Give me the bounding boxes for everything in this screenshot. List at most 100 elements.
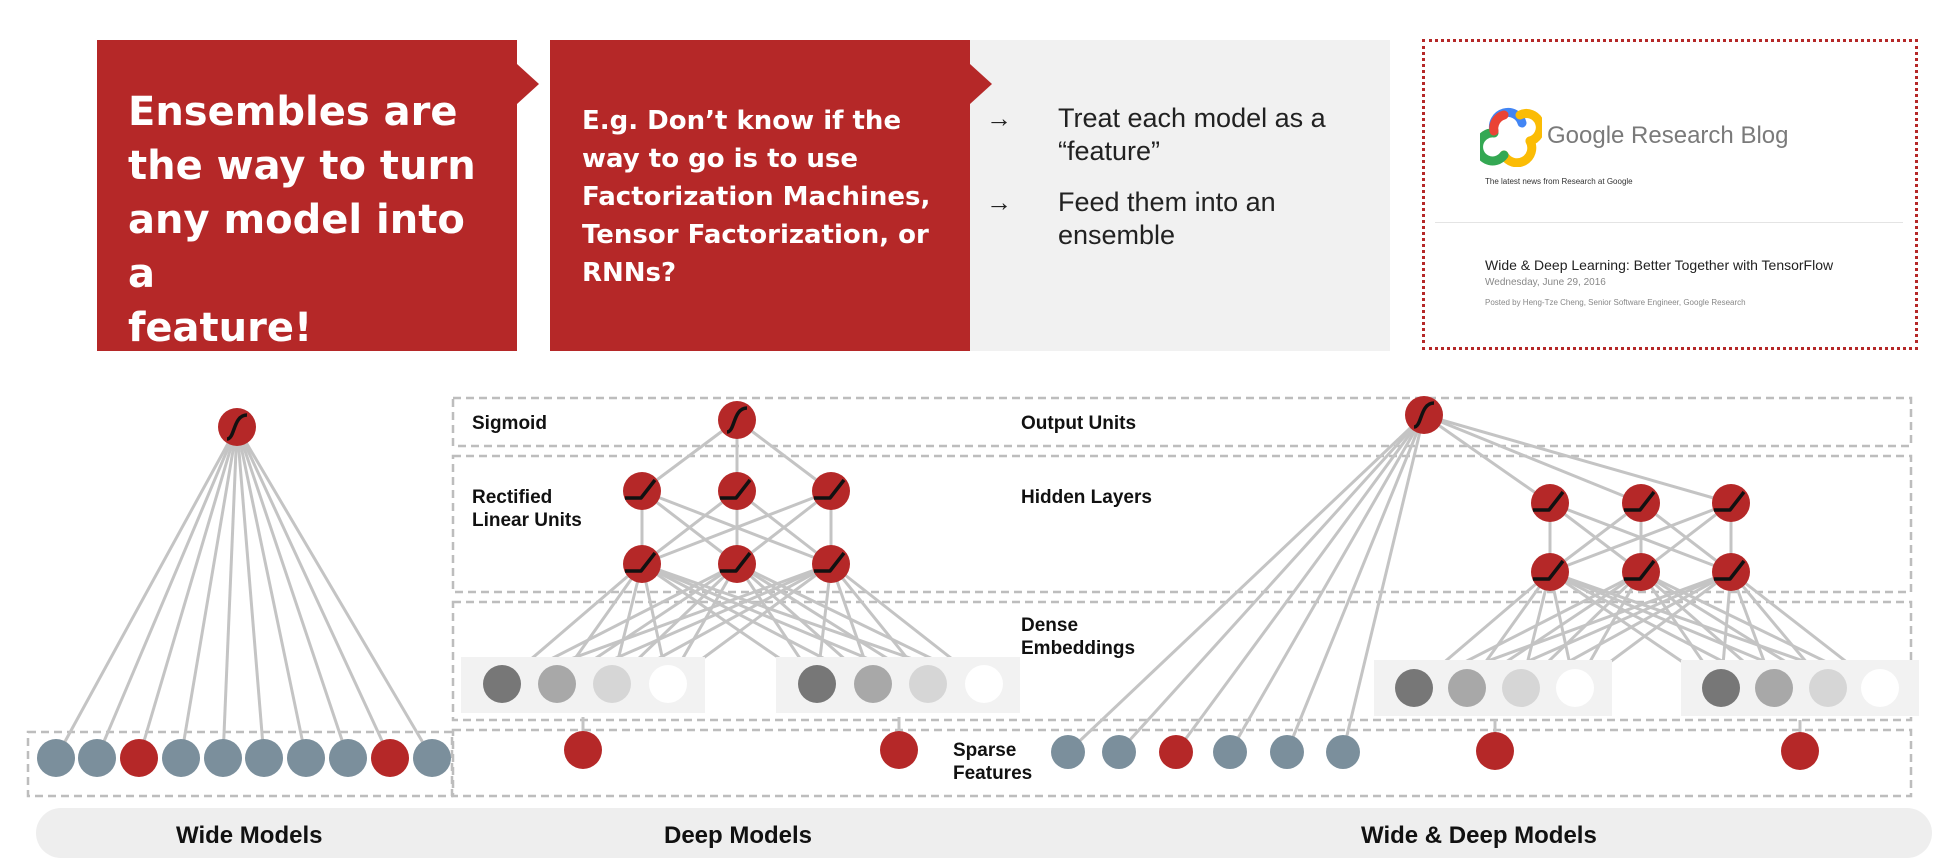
relu-curve-icon <box>1624 559 1656 581</box>
headline-line: Ensembles are <box>128 89 458 135</box>
wd-hidden-node <box>1622 484 1660 522</box>
sparse-region <box>451 728 1913 798</box>
wide-connection-line <box>137 426 239 759</box>
wd-sparse-feature-node <box>1213 735 1247 769</box>
embedding-unit <box>538 665 576 703</box>
relu-curve-icon <box>1624 490 1656 512</box>
headline-box-notch <box>517 64 539 104</box>
relu-curve-icon <box>625 551 657 573</box>
example-line: Tensor Factorization, or <box>582 220 929 250</box>
wide-connection-line <box>221 426 239 759</box>
embedding-unit <box>593 665 631 703</box>
label-line: Features <box>953 763 1033 784</box>
wd-output-node <box>1405 396 1443 434</box>
label-line: Sparse <box>953 740 1017 761</box>
bullet-line: Treat each model as a <box>1058 103 1326 133</box>
relu-curve-icon <box>1533 559 1565 581</box>
wide-connection-line <box>235 426 266 759</box>
label-line: Dense <box>1021 615 1079 636</box>
embedding-unit <box>909 665 947 703</box>
connection-line <box>736 489 832 566</box>
wide-sparse-feature-node <box>413 739 451 777</box>
relu-curve-icon <box>720 551 752 573</box>
embedding-groups <box>461 657 1919 716</box>
wd-sparse-feature-node <box>1159 735 1193 769</box>
deep-hidden-node <box>623 545 661 583</box>
wd-wide-connection-line <box>1066 413 1426 754</box>
label-output-units: Output Units <box>1021 413 1137 434</box>
blog-post-title[interactable]: Wide & Deep Learning: Better Together wi… <box>1485 257 1834 273</box>
wide-connection-line <box>235 426 434 759</box>
footer-label-wide-deep: Wide & Deep Models <box>1361 822 1597 849</box>
embedding-unit <box>1395 669 1433 707</box>
blog-divider <box>1435 222 1903 223</box>
footer-label-wide: Wide Models <box>176 822 323 849</box>
relu-curve-icon <box>814 551 846 573</box>
example-box-notch <box>970 64 992 104</box>
relu-curve-icon <box>625 478 657 500</box>
deep-hidden-node <box>623 472 661 510</box>
deep-sparse-feature-node <box>564 731 602 769</box>
sigmoid-curve-icon <box>726 406 748 434</box>
connection-line <box>1423 413 1732 505</box>
wd-wide-connection-line <box>1174 414 1426 753</box>
wide-sparse-feature-node <box>37 739 75 777</box>
wd-deep-sparse-feature-node <box>1476 732 1514 770</box>
label-line: Linear Units <box>472 510 582 531</box>
wide-sparse-feature-node <box>329 739 367 777</box>
embedding-unit <box>1556 669 1594 707</box>
relu-curve-icon <box>1533 490 1565 512</box>
connection-line <box>641 489 832 566</box>
wd-sparse-feature-node <box>1270 735 1304 769</box>
wd-deep-sparse-feature-node <box>1781 732 1819 770</box>
label-line: Embeddings <box>1021 638 1136 659</box>
relu-curve-icon <box>720 478 752 500</box>
headline-line: any model into a <box>128 197 465 297</box>
wide-connection-line <box>95 426 239 759</box>
footer-bar <box>36 808 1932 858</box>
wide-connection-line <box>235 426 308 759</box>
wide-connection-line <box>235 426 350 759</box>
example-line: E.g. Don’t know if the <box>582 106 902 136</box>
wd-hidden-node <box>1531 484 1569 522</box>
wd-wide-connection-line <box>1117 413 1426 754</box>
bullet-line: Feed them into an <box>1058 187 1276 217</box>
blog-byline: Posted by Heng-Tze Cheng, Senior Softwar… <box>1485 298 1746 307</box>
embedding-unit <box>1755 669 1793 707</box>
example-line: Factorization Machines, <box>582 182 931 212</box>
network-nodes <box>37 396 1819 777</box>
label-sparse-features: Sparse Features <box>953 739 1032 785</box>
connection-line <box>736 418 832 493</box>
deep-embedding-group-left <box>461 657 705 713</box>
example-line: way to go is to use <box>582 144 859 174</box>
wd-hidden-node <box>1531 553 1569 591</box>
bullet-arrow-2: → <box>986 187 1012 217</box>
deep-output-node <box>718 401 756 439</box>
connection-line <box>1549 501 1642 574</box>
footer-label-deep: Deep Models <box>664 822 813 849</box>
bullet-line: ensemble <box>1058 220 1176 250</box>
relu-curve-icon <box>1714 559 1746 581</box>
wide-sparse-feature-node <box>287 739 325 777</box>
google-knot-logo-icon <box>1480 107 1542 167</box>
bullet-arrow-1: → <box>986 103 1012 133</box>
wd-embedding-group-right <box>1681 660 1919 716</box>
wd-hidden-node <box>1712 484 1750 522</box>
connection-line <box>641 489 738 566</box>
wd-sparse-feature-node <box>1326 735 1360 769</box>
label-relu: Rectified Linear Units <box>472 486 582 532</box>
example-line: RNNs? <box>582 258 677 288</box>
wd-wide-connection-line <box>1341 414 1426 753</box>
wd-embedding-group-left <box>1374 660 1612 716</box>
blog-name: Google Research Blog <box>1547 122 1789 149</box>
layer-regions <box>26 396 1913 798</box>
label-hidden-layers: Hidden Layers <box>1021 487 1152 508</box>
connection-line <box>1549 501 1732 574</box>
wide-connection-line <box>54 426 239 759</box>
output-region <box>451 396 1913 448</box>
wd-hidden-node <box>1622 553 1660 591</box>
wide-sparse-feature-node <box>371 739 409 777</box>
bullet-text-2: Feed them into an ensemble <box>1058 186 1276 252</box>
wide-connection-line <box>179 426 239 759</box>
wide-sparse-region <box>26 730 454 798</box>
